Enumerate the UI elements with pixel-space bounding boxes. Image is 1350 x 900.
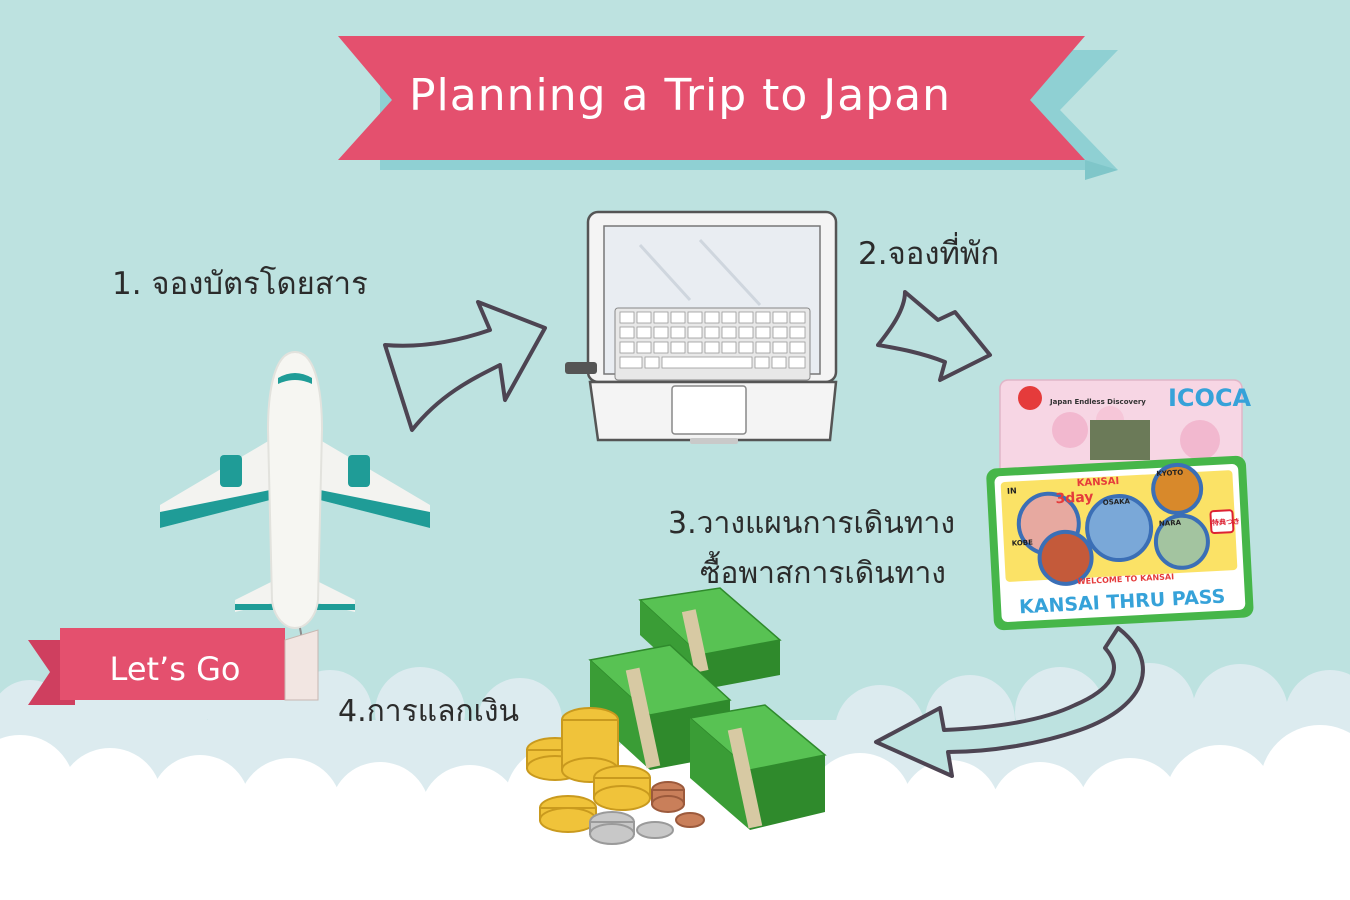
pass-header: KANSAI [1076, 476, 1119, 489]
step-4-label: 4.การแลกเงิน [338, 694, 520, 729]
step-1-label: 1. จองบัตรโดยสาร [112, 266, 368, 302]
lets-go-label: Let’s Go [109, 650, 241, 688]
banner-title: Planning a Trip to Japan [409, 70, 951, 121]
title-banner [338, 36, 1118, 180]
kansai-thru-pass-card: IN KANSAI 3day OSAKA KYOTO NARA KOBE 特典つ… [986, 455, 1254, 631]
step-3-label-line2: ซื้อพาสการเดินทาง [700, 556, 946, 591]
lets-go-flag [28, 628, 319, 705]
laptop-icon [565, 210, 838, 444]
pass-badge: 特典つき [1212, 517, 1240, 527]
arrow-down-right-icon [876, 290, 992, 382]
icoca-brand-text: Japan Endless Discovery [1049, 398, 1146, 406]
pass-kobe: KOBE [1012, 539, 1034, 548]
arrow-right-icon [383, 300, 547, 432]
banner-ribbon [338, 36, 1085, 160]
pass-kyoto: KYOTO [1156, 469, 1183, 478]
airplane-icon [160, 350, 430, 673]
arrow-curved-left-icon [874, 626, 1145, 778]
pass-in-label: IN [1007, 486, 1017, 495]
money-stack-icon [588, 587, 827, 830]
coins-icon [526, 707, 705, 845]
icoca-label: ICOCA [1168, 384, 1252, 412]
step-3-label-line1: 3.วางแผนการเดินทาง [668, 506, 956, 541]
pass-days: 3day [1055, 489, 1094, 507]
step-2-label: 2.จองที่พัก [858, 236, 1000, 272]
pass-osaka: OSAKA [1103, 497, 1131, 506]
pass-nara: NARA [1159, 519, 1182, 528]
